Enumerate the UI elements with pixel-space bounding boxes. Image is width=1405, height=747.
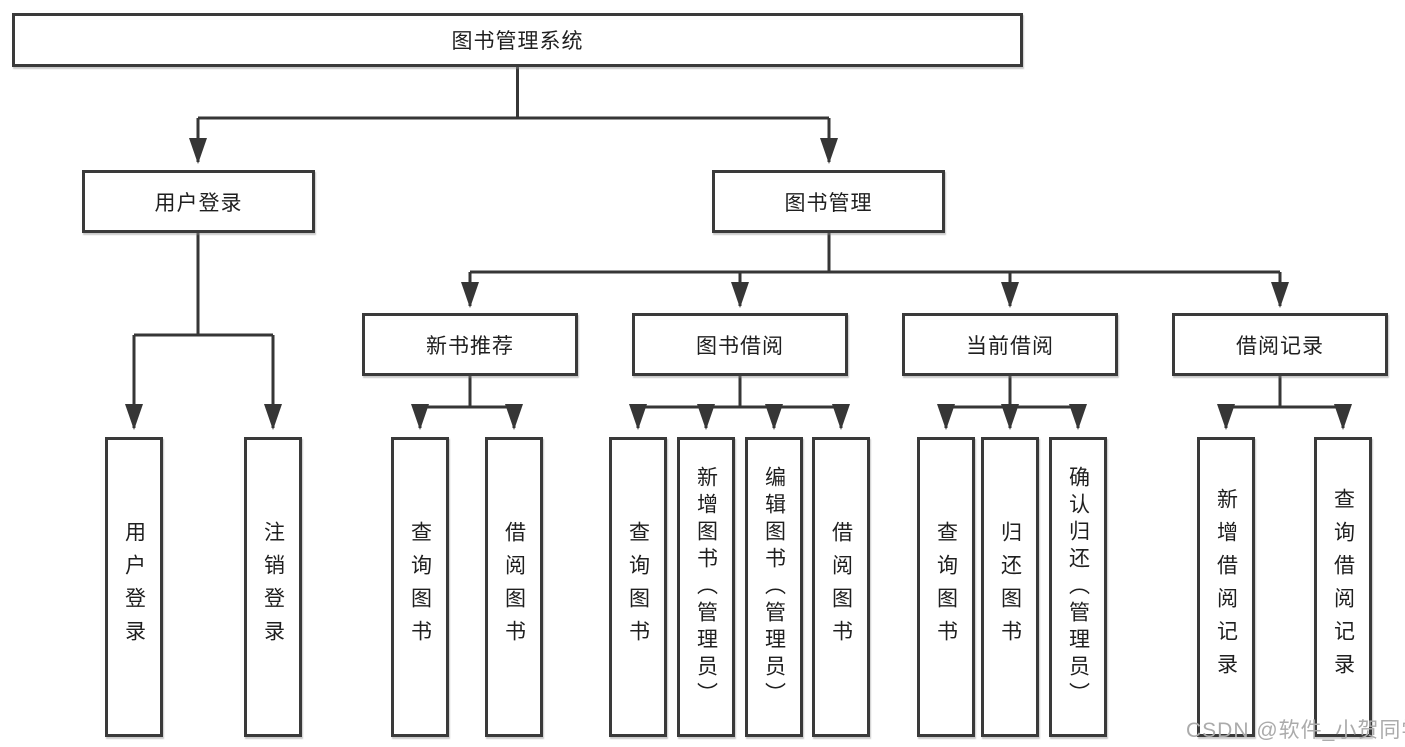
node-label: 查询图书 bbox=[626, 521, 650, 653]
node-branch-user-login: 用户登录 bbox=[82, 170, 315, 233]
leaf-query-books-borrow: 查询图书 bbox=[609, 437, 667, 737]
node-label: 注销登录 bbox=[261, 521, 285, 653]
node-section-book-borrow: 图书借阅 bbox=[632, 313, 848, 376]
leaf-query-books-recommend: 查询图书 bbox=[391, 437, 449, 737]
node-section-borrow-records: 借阅记录 bbox=[1172, 313, 1388, 376]
node-section-new-book-recommend: 新书推荐 bbox=[362, 313, 578, 376]
node-branch-book-management: 图书管理 bbox=[712, 170, 945, 233]
node-label: 新增借阅记录 bbox=[1214, 488, 1238, 686]
node-label: 查询借阅记录 bbox=[1331, 488, 1355, 686]
node-section-current-borrow: 当前借阅 bbox=[902, 313, 1118, 376]
node-label: 用户登录 bbox=[154, 191, 243, 215]
node-label: 查询图书 bbox=[408, 521, 432, 653]
leaf-edit-books-admin: 编辑图书（管理员） bbox=[745, 437, 803, 737]
csdn-watermark: CSDN @软件_小贺同学 bbox=[1186, 719, 1405, 742]
leaf-query-borrow-record: 查询借阅记录 bbox=[1314, 437, 1372, 737]
node-label: 借阅图书 bbox=[502, 521, 526, 653]
node-label: 新书推荐 bbox=[426, 334, 514, 358]
leaf-user-login: 用户登录 bbox=[105, 437, 163, 737]
leaf-borrow-books: 借阅图书 bbox=[812, 437, 870, 737]
leaf-add-books-admin: 新增图书（管理员） bbox=[677, 437, 735, 737]
node-label: 编辑图书（管理员） bbox=[762, 465, 786, 709]
leaf-add-borrow-record: 新增借阅记录 bbox=[1197, 437, 1255, 737]
node-label: 查询图书 bbox=[934, 521, 958, 653]
node-label: 借阅图书 bbox=[829, 521, 853, 653]
leaf-return-books: 归还图书 bbox=[981, 437, 1039, 737]
leaf-logout: 注销登录 bbox=[244, 437, 302, 737]
node-label: 归还图书 bbox=[998, 521, 1022, 653]
node-label: 借阅记录 bbox=[1236, 334, 1324, 358]
node-label: 图书管理 bbox=[784, 191, 873, 215]
leaf-borrow-books-recommend: 借阅图书 bbox=[485, 437, 543, 737]
node-label: 确认归还（管理员） bbox=[1066, 465, 1090, 709]
node-label: 图书借阅 bbox=[696, 334, 784, 358]
node-label: 当前借阅 bbox=[966, 334, 1054, 358]
node-root-library-system: 图书管理系统 bbox=[12, 13, 1023, 67]
leaf-query-books-current: 查询图书 bbox=[917, 437, 975, 737]
node-label: 图书管理系统 bbox=[451, 30, 584, 53]
node-label: 用户登录 bbox=[122, 521, 146, 653]
node-label: 新增图书（管理员） bbox=[694, 465, 718, 709]
leaf-confirm-return-admin: 确认归还（管理员） bbox=[1049, 437, 1107, 737]
